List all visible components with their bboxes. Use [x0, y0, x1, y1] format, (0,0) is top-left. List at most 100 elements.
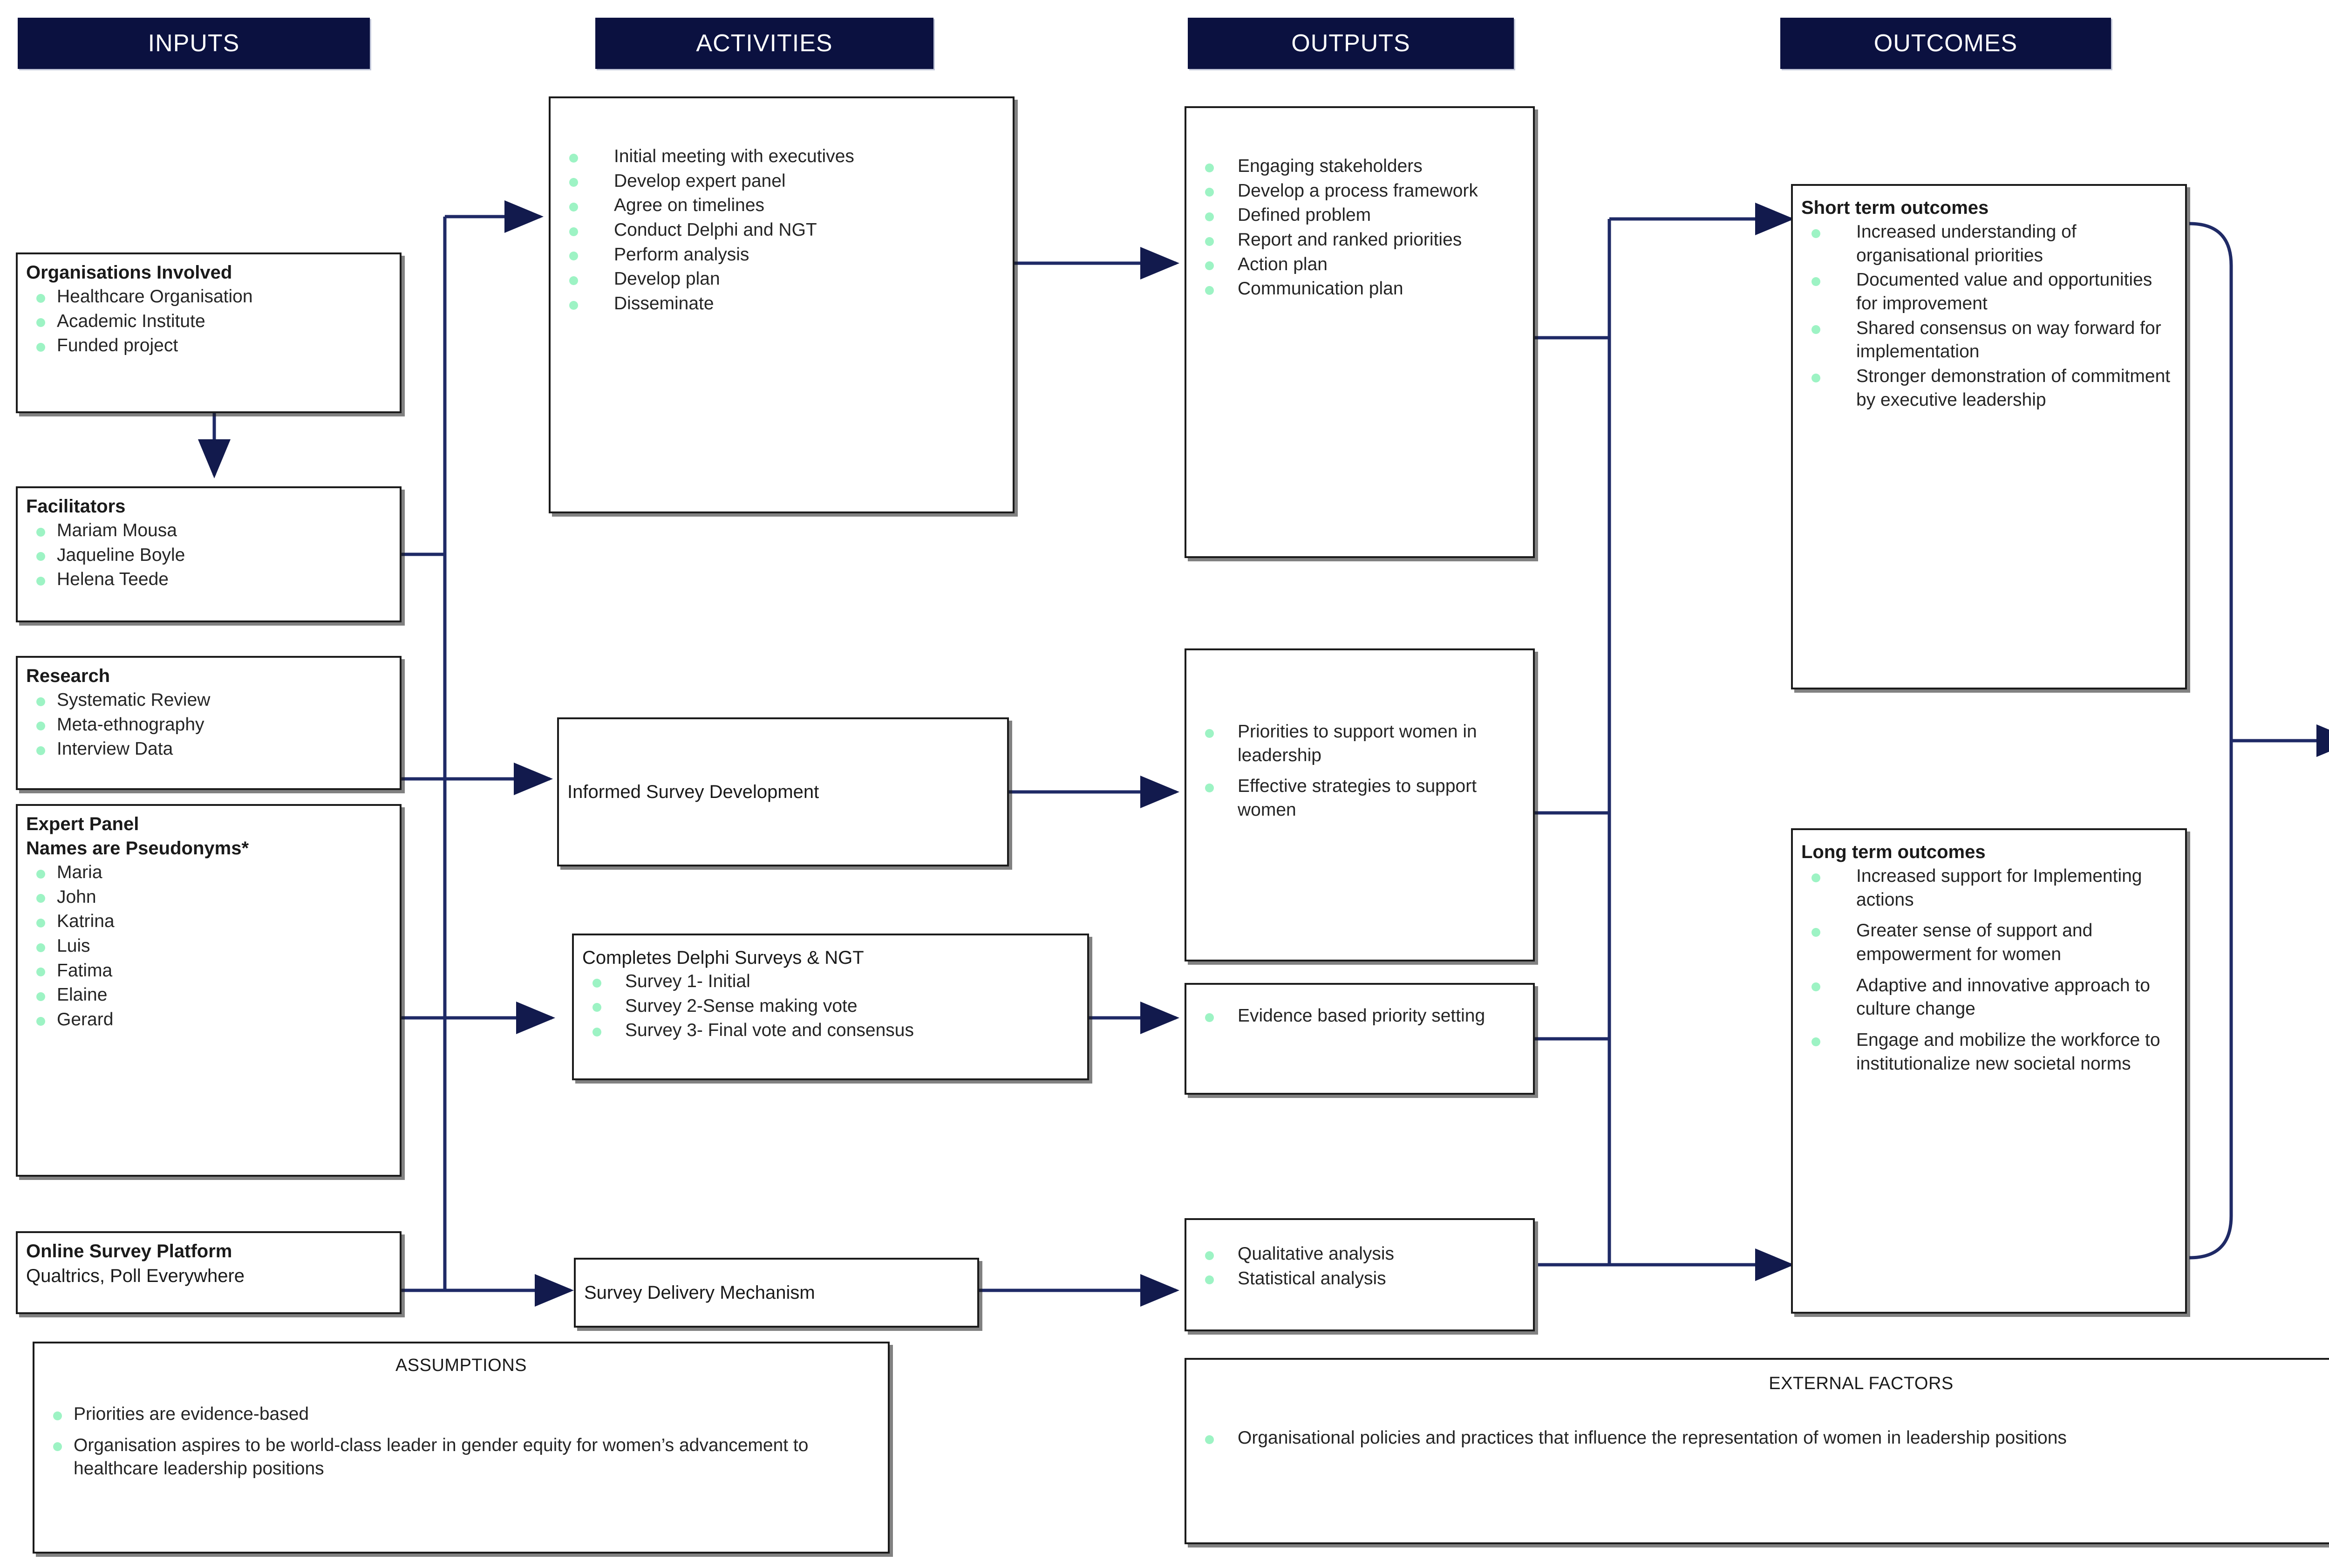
list-item: Organisation aspires to be world-class l…: [43, 1434, 879, 1481]
list-item: Action plan: [1195, 253, 1525, 277]
list-item: Academic Institute: [26, 310, 391, 334]
list-item: Qualitative analysis: [1195, 1242, 1525, 1266]
input-box-facilitators[interactable]: Facilitators Mariam Mousa Jaqueline Boyl…: [16, 486, 402, 622]
facilitators-list: Mariam Mousa Jaqueline Boyle Helena Teed…: [26, 519, 391, 592]
input-box-expert-panel[interactable]: Expert Panel Names are Pseudonyms* Maria…: [16, 804, 402, 1177]
input-box-research[interactable]: Research Systematic Review Meta-ethnogra…: [16, 656, 402, 790]
column-header-inputs: INPUTS: [18, 18, 370, 69]
list-item: Fatima: [26, 959, 391, 983]
outputs-main-list: Engaging stakeholders Develop a process …: [1195, 155, 1525, 301]
list-item: Statistical analysis: [1195, 1267, 1525, 1291]
list-item: Priorities are evidence-based: [43, 1403, 879, 1426]
input-box-organisations[interactable]: Organisations Involved Healthcare Organi…: [16, 252, 402, 413]
external-factors-box[interactable]: EXTERNAL FACTORS Organisational policies…: [1185, 1358, 2329, 1544]
outputs-analysis-list: Qualitative analysis Statistical analysi…: [1195, 1242, 1525, 1290]
outputs-evidence-list: Evidence based priority setting: [1195, 1004, 1525, 1028]
list-item: Conduct Delphi and NGT: [559, 218, 1004, 242]
list-item: Systematic Review: [26, 689, 391, 712]
column-header-activities: ACTIVITIES: [595, 18, 933, 69]
list-item: Develop a process framework: [1195, 179, 1525, 203]
activity-box-survey-delivery[interactable]: Survey Delivery Mechanism: [574, 1258, 979, 1328]
activities-main-list: Initial meeting with executives Develop …: [559, 145, 1004, 316]
activity-box-main[interactable]: Initial meeting with executives Develop …: [549, 96, 1015, 513]
list-item: Gerard: [26, 1008, 391, 1032]
list-item: Evidence based priority setting: [1195, 1004, 1525, 1028]
long-term-title: Long term outcomes: [1801, 842, 1986, 862]
list-item: Engage and mobilize the workforce to ins…: [1801, 1029, 2177, 1076]
facilitators-title: Facilitators: [26, 496, 126, 517]
list-item: Jaqueline Boyle: [26, 544, 391, 567]
input-box-survey-platform[interactable]: Online Survey Platform Qualtrics, Poll E…: [16, 1231, 402, 1314]
output-box-main[interactable]: Engaging stakeholders Develop a process …: [1185, 106, 1535, 558]
list-item: Maria: [26, 861, 391, 885]
list-item: Agree on timelines: [559, 194, 1004, 218]
column-header-activities-label: ACTIVITIES: [696, 30, 833, 57]
list-item: Mariam Mousa: [26, 519, 391, 543]
external-factors-list: Organisational policies and practices th…: [1195, 1426, 2329, 1450]
list-item: John: [26, 886, 391, 909]
list-item: Funded project: [26, 334, 391, 358]
survey-delivery-title: Survey Delivery Mechanism: [584, 1282, 815, 1303]
list-item: Increased support for Implementing actio…: [1801, 865, 2177, 912]
short-term-list: Increased understanding of organisationa…: [1801, 220, 2177, 412]
column-header-outputs: OUTPUTS: [1188, 18, 1514, 69]
outcome-box-long-term[interactable]: Long term outcomes Increased support for…: [1791, 828, 2187, 1314]
list-item: Defined problem: [1195, 204, 1525, 227]
column-header-inputs-label: INPUTS: [148, 30, 240, 57]
list-item: Communication plan: [1195, 277, 1525, 301]
list-item: Stronger demonstration of commitment by …: [1801, 365, 2177, 412]
list-item: Organisational policies and practices th…: [1195, 1426, 2329, 1450]
organisations-title: Organisations Involved: [26, 262, 232, 283]
survey-platform-title: Online Survey Platform: [26, 1241, 232, 1261]
external-factors-heading: EXTERNAL FACTORS: [1769, 1374, 1954, 1393]
list-item: Adaptive and innovative approach to cult…: [1801, 974, 2177, 1021]
list-item: Helena Teede: [26, 568, 391, 592]
column-header-outcomes-label: OUTCOMES: [1873, 30, 2018, 57]
list-item: Priorities to support women in leadershi…: [1195, 720, 1525, 767]
list-item: Effective strategies to support women: [1195, 775, 1525, 822]
list-item: Initial meeting with executives: [559, 145, 1004, 169]
column-header-outcomes: OUTCOMES: [1780, 18, 2111, 69]
informed-survey-title: Informed Survey Development: [567, 782, 819, 802]
list-item: Engaging stakeholders: [1195, 155, 1525, 178]
research-list: Systematic Review Meta-ethnography Inter…: [26, 689, 391, 761]
delphi-title: Completes Delphi Surveys & NGT: [582, 948, 864, 968]
activity-box-informed-survey[interactable]: Informed Survey Development: [557, 717, 1009, 866]
list-item: Katrina: [26, 910, 391, 934]
list-item: Greater sense of support and empowerment…: [1801, 919, 2177, 966]
list-item: Meta-ethnography: [26, 713, 391, 737]
list-item: Luis: [26, 934, 391, 958]
list-item: Documented value and opportunities for i…: [1801, 268, 2177, 315]
assumptions-list: Priorities are evidence-based Organisati…: [43, 1403, 879, 1481]
expert-panel-list: Maria John Katrina Luis Fatima Elaine Ge…: [26, 861, 391, 1032]
list-item: Interview Data: [26, 737, 391, 761]
list-item: Shared consensus on way forward for impl…: [1801, 317, 2177, 364]
output-box-analysis[interactable]: Qualitative analysis Statistical analysi…: [1185, 1218, 1535, 1331]
survey-platform-subtitle: Qualtrics, Poll Everywhere: [26, 1266, 245, 1286]
expert-panel-title: Expert Panel: [26, 814, 139, 834]
list-item: Disseminate: [559, 292, 1004, 316]
outputs-priorities-list: Priorities to support women in leadershi…: [1195, 720, 1525, 822]
list-item: Report and ranked priorities: [1195, 228, 1525, 252]
list-item: Survey 1- Initial: [582, 970, 1079, 994]
list-item: Survey 2-Sense making vote: [582, 995, 1079, 1018]
assumptions-box[interactable]: ASSUMPTIONS Priorities are evidence-base…: [33, 1342, 890, 1554]
delphi-list: Survey 1- Initial Survey 2-Sense making …: [582, 970, 1079, 1043]
organisations-list: Healthcare Organisation Academic Institu…: [26, 285, 391, 358]
list-item: Increased understanding of organisationa…: [1801, 220, 2177, 267]
list-item: Perform analysis: [559, 243, 1004, 267]
assumptions-heading: ASSUMPTIONS: [395, 1356, 527, 1375]
long-term-list: Increased support for Implementing actio…: [1801, 865, 2177, 1076]
expert-panel-subtitle: Names are Pseudonyms*: [26, 838, 249, 859]
output-box-priorities[interactable]: Priorities to support women in leadershi…: [1185, 648, 1535, 961]
list-item: Survey 3- Final vote and consensus: [582, 1019, 1079, 1043]
list-item: Healthcare Organisation: [26, 285, 391, 309]
list-item: Develop expert panel: [559, 170, 1004, 193]
outcome-box-short-term[interactable]: Short term outcomes Increased understand…: [1791, 184, 2187, 689]
column-header-outputs-label: OUTPUTS: [1291, 30, 1410, 57]
list-item: Develop plan: [559, 267, 1004, 291]
research-title: Research: [26, 666, 110, 686]
activity-box-delphi[interactable]: Completes Delphi Surveys & NGT Survey 1-…: [572, 934, 1089, 1080]
output-box-evidence[interactable]: Evidence based priority setting: [1185, 983, 1535, 1095]
